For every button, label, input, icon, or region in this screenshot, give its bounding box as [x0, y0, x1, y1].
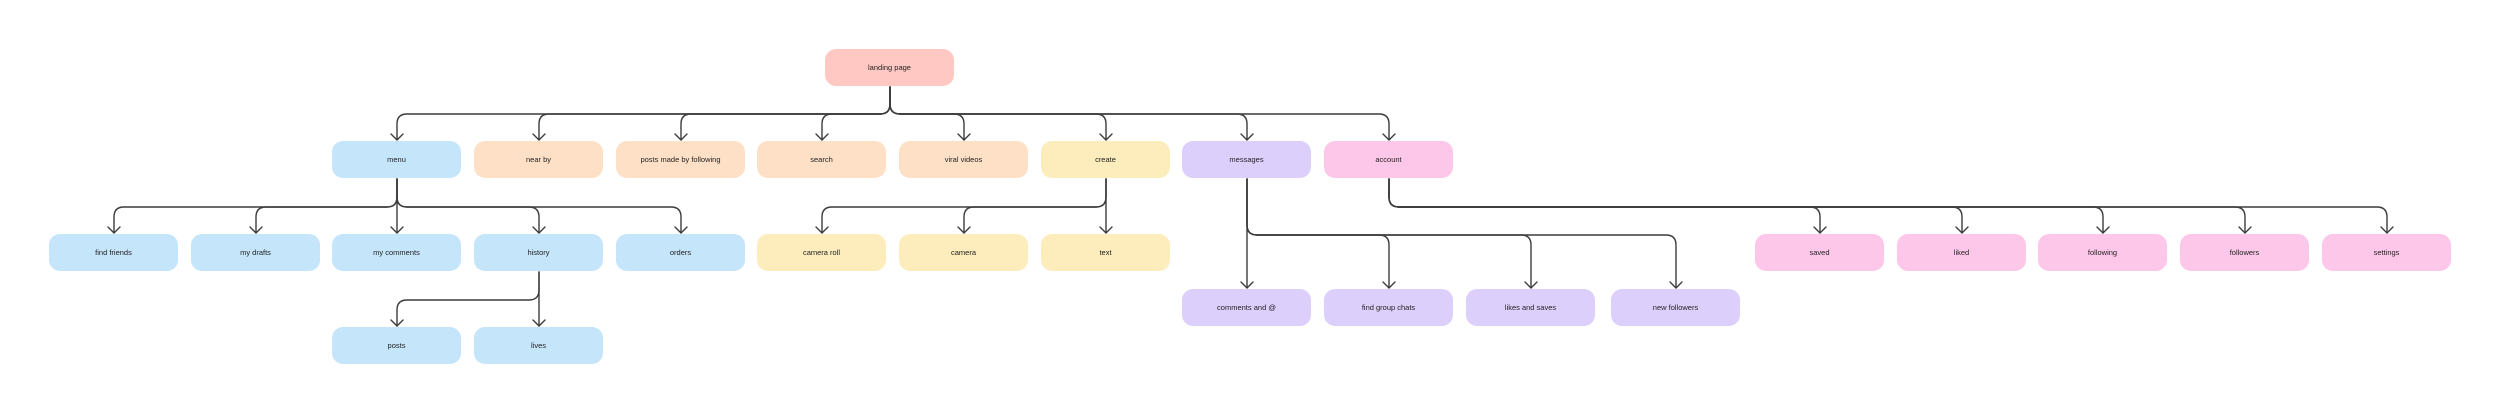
node-viral-videos: viral videos [899, 141, 1028, 178]
arrowhead [532, 226, 546, 234]
arrowhead [674, 133, 688, 141]
arrowhead [390, 133, 404, 141]
connector-edge [1246, 178, 1390, 289]
connector-edge [1388, 178, 2104, 234]
node-new-followers: new followers [1611, 289, 1740, 326]
arrowhead [1669, 281, 1683, 289]
connector-edge [1388, 178, 1963, 234]
arrowhead [1240, 133, 1254, 141]
node-followers: followers [2180, 234, 2309, 271]
node-camera-roll: camera roll [757, 234, 886, 271]
arrowhead [2096, 226, 2110, 234]
node-search: search [757, 141, 886, 178]
arrowhead [2380, 226, 2394, 234]
arrowhead [1524, 281, 1538, 289]
node-posts: posts [332, 327, 461, 364]
arrowhead [390, 226, 404, 234]
connector-edge [1388, 178, 2388, 234]
arrowhead [815, 226, 829, 234]
arrowhead [1099, 226, 1113, 234]
connector-edge [1388, 178, 2246, 234]
node-account: account [1324, 141, 1453, 178]
arrowhead [532, 319, 546, 327]
connector-edge [1246, 178, 1677, 289]
node-saved: saved [1755, 234, 1884, 271]
node-my-comments: my comments [332, 234, 461, 271]
node-menu: menu [332, 141, 461, 178]
connector-edge [1388, 178, 1821, 234]
arrowhead [107, 226, 121, 234]
connector-edge [889, 86, 1390, 141]
arrowhead [1240, 281, 1254, 289]
node-create: create [1041, 141, 1170, 178]
node-posts-made-by-following: posts made by following [616, 141, 745, 178]
node-following: following [2038, 234, 2167, 271]
node-comments-and-at: comments and @ [1182, 289, 1311, 326]
arrowhead [2238, 226, 2252, 234]
connector-edge [396, 178, 540, 234]
connector-edge [255, 178, 398, 234]
node-liked: liked [1897, 234, 2026, 271]
connector-edge [963, 178, 1107, 234]
arrowhead [674, 226, 688, 234]
arrowhead [1099, 133, 1113, 141]
node-messages: messages [1182, 141, 1311, 178]
arrowhead [1382, 133, 1396, 141]
node-lives: lives [474, 327, 603, 364]
connector-edge [821, 86, 891, 141]
node-find-group-chats: find group chats [1324, 289, 1453, 326]
node-find-friends: find friends [49, 234, 178, 271]
node-landing-page: landing page [825, 49, 954, 86]
node-camera: camera [899, 234, 1028, 271]
arrowhead [815, 133, 829, 141]
arrowhead [532, 133, 546, 141]
node-history: history [474, 234, 603, 271]
arrowhead [249, 226, 263, 234]
node-text: text [1041, 234, 1170, 271]
arrowhead [1955, 226, 1969, 234]
arrowhead [390, 319, 404, 327]
node-my-drafts: my drafts [191, 234, 320, 271]
connector-edge [396, 271, 540, 327]
connector-edge [396, 178, 682, 234]
arrowhead [1813, 226, 1827, 234]
arrowhead [1382, 281, 1396, 289]
arrowhead [957, 133, 971, 141]
arrowhead [957, 226, 971, 234]
node-near-by: near by [474, 141, 603, 178]
node-likes-and-saves: likes and saves [1466, 289, 1595, 326]
node-settings: settings [2322, 234, 2451, 271]
node-orders: orders [616, 234, 745, 271]
